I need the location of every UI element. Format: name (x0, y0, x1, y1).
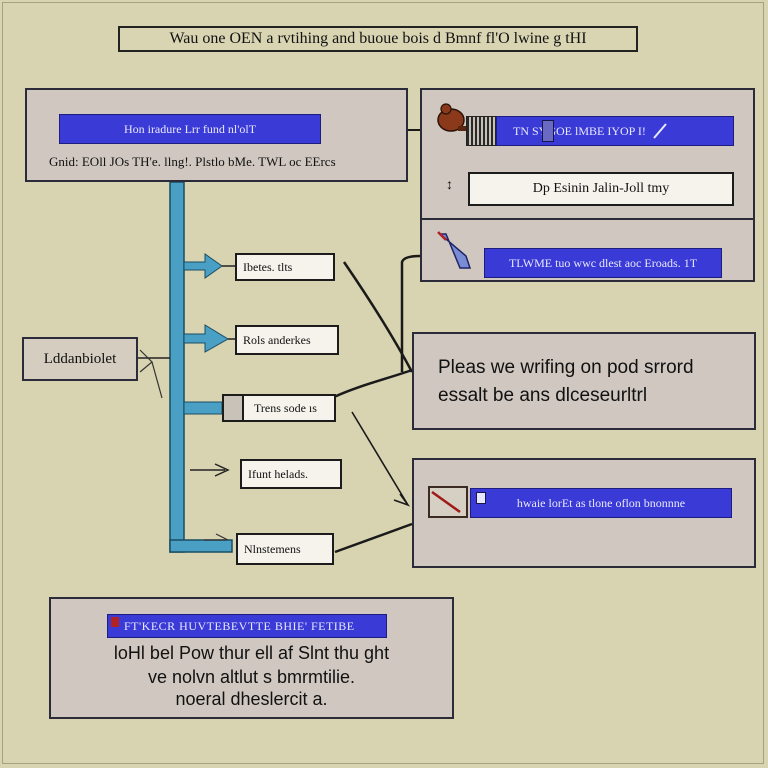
branch-arrow-1 (183, 253, 223, 279)
pen-icon (653, 123, 667, 139)
beaver-icon (437, 103, 468, 132)
bottom-flag-icon (111, 617, 119, 627)
slash-icon (431, 490, 461, 514)
right-mid-image (428, 486, 468, 518)
top-right-divider (422, 218, 753, 220)
top-left-box: Hon iradure Lrr fund nl'olT Gnid: EOll J… (25, 88, 408, 182)
bottom-line1: loHl bel Pow thur ell af Slnt thu ght (113, 643, 390, 663)
bookmark-icon (542, 120, 554, 142)
left-node-link-hook (139, 349, 163, 399)
top-right-input[interactable]: Dp Esinin Jalin-Joll tmy (468, 172, 734, 206)
flag-icon (476, 492, 486, 504)
diagram-title: Wau one OEN a rvtihing and buoue bois d … (118, 26, 638, 52)
branch-tag-4[interactable]: Ifunt helads. (240, 459, 342, 489)
branch-tag-5[interactable]: Nlnstemens (236, 533, 334, 565)
link-branch5-to-right-mid (334, 522, 413, 554)
branch-tag-3-label: Trens sode ıs (254, 400, 317, 415)
branch-tag-2[interactable]: Rols anderkes (235, 325, 339, 355)
middle-box: Pleas we wrifing on pod srrord essalt be… (412, 332, 756, 430)
bottom-box: FT'KECR HUVTEBEVTTE BHIE' FETIBE loHl be… (49, 597, 454, 719)
middle-box-line2: essalt be ans dlceseurltrl (438, 385, 648, 406)
link-middle-to-top-right (400, 254, 421, 372)
trunk-foot-connector (169, 539, 233, 553)
funnel-icon (437, 231, 472, 269)
top-right-box: TN SYGOE lMBE IYOP I! ↕ Dp Esinin Jalin-… (420, 88, 755, 282)
top-right-banner: TN SYGOE lMBE IYOP I! (496, 116, 734, 146)
input-marker-icon: ↕ (446, 178, 453, 193)
branch-tag-1[interactable]: Ibetes. tlts (235, 253, 335, 281)
bottom-line3: noeral dheslercit a. (175, 689, 328, 709)
link-branch3-to-right-mid (351, 411, 411, 507)
barcode-icon (466, 116, 496, 146)
branch-arrow-5 (204, 533, 229, 541)
right-mid-box: hwaie lorEt as tlone oflon bnonnne (412, 458, 756, 568)
link-branch3-to-middle (333, 368, 413, 399)
top-left-text: Gnid: EOll JOs TH'e. llng!. Plstlo bMe. … (49, 154, 336, 169)
bottom-line2: ve nolvn altlut s bmrmtilie. (147, 667, 356, 687)
branch-arrow-4 (190, 463, 230, 477)
trunk-connector (169, 181, 185, 553)
bottom-banner: FT'KECR HUVTEBEVTTE BHIE' FETIBE (107, 614, 387, 638)
branch-arrow-2 (183, 324, 229, 353)
right-mid-banner: hwaie lorEt as tlone oflon bnonnne (470, 488, 732, 518)
left-node[interactable]: Lddanbiolet (22, 337, 138, 381)
link-branch1-to-middle (342, 261, 414, 373)
middle-box-line1: Pleas we wrifing on pod srrord (438, 357, 694, 378)
branch-arrow-3 (183, 401, 223, 415)
top-left-banner: Hon iradure Lrr fund nl'olT (59, 114, 321, 144)
top-right-bottom-banner: TLWME tuo wwc dlest aoc Eroads. 1T (484, 248, 722, 278)
branch-tag-3-handle (222, 394, 244, 422)
